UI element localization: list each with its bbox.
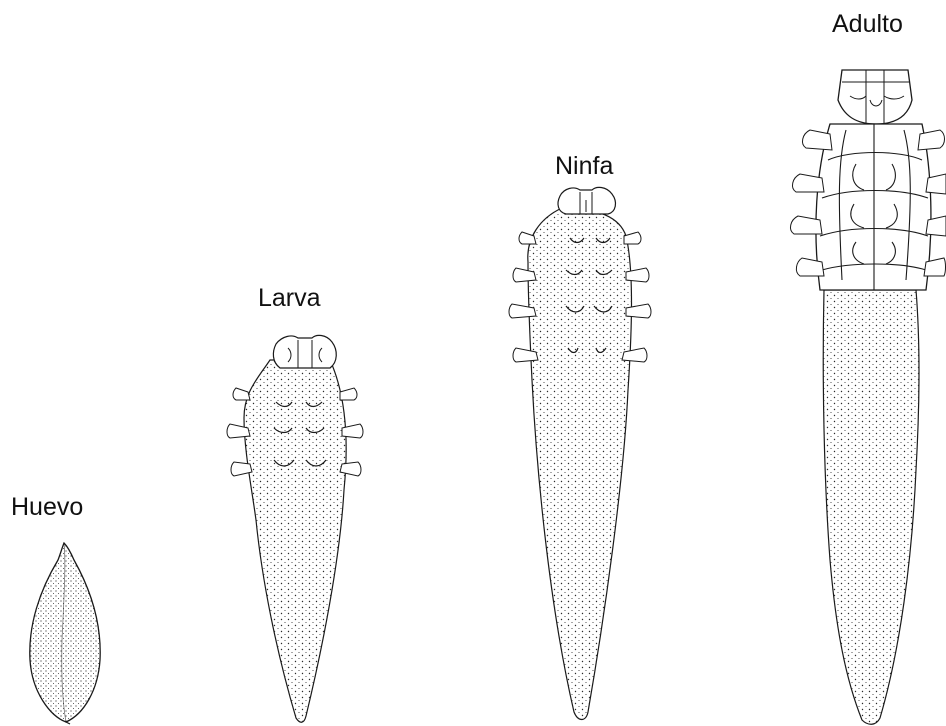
stage-label-egg: Huevo	[11, 495, 83, 520]
larva-illustration	[227, 335, 363, 725]
stage-label-adult: Adulto	[832, 12, 903, 37]
adult-illustration	[791, 70, 946, 726]
egg-illustration	[30, 543, 100, 724]
stage-label-nymph: Ninfa	[555, 154, 613, 179]
nymph-illustration	[509, 187, 651, 725]
stage-label-larva: Larva	[258, 286, 321, 311]
